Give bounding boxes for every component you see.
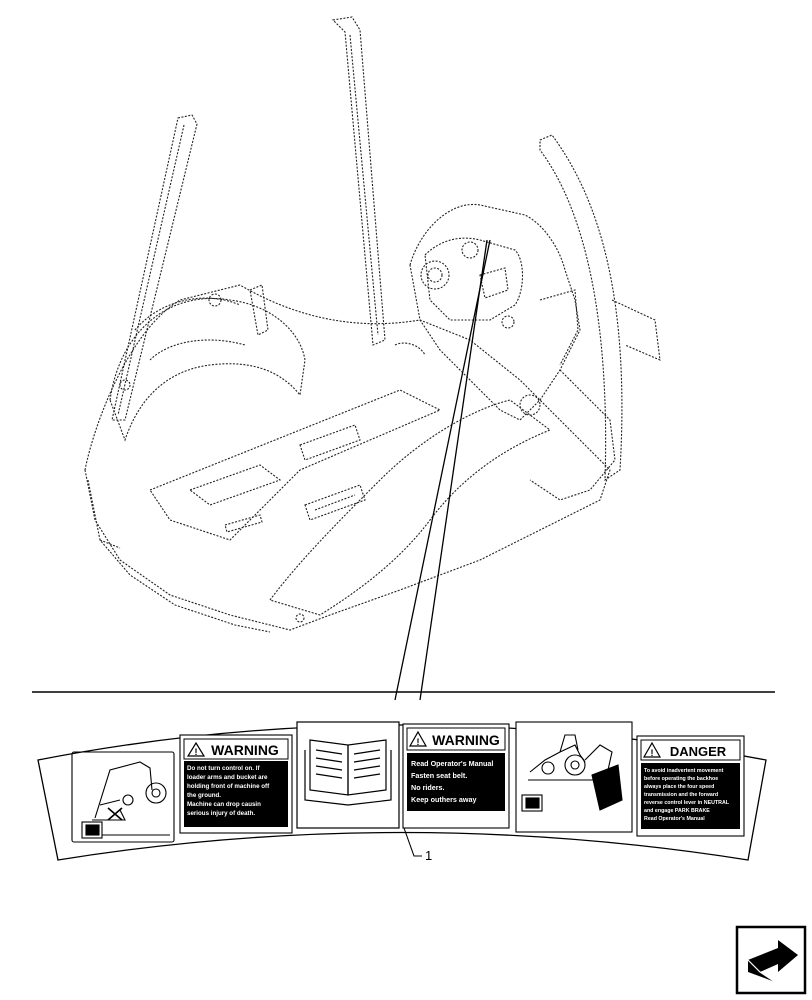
- open-book-icon: [296, 721, 400, 829]
- danger-line: before operating the backhoe: [644, 776, 718, 782]
- svg-text:To avoid inadvertent movement: To avoid inadvertent movement before ope…: [644, 768, 730, 822]
- warning-2-line: Fasten seat belt.: [411, 771, 467, 780]
- warning-2-header: WARNING: [432, 732, 500, 748]
- danger-line: Read Operator's Manual: [644, 816, 705, 822]
- callout-1: 1: [403, 827, 432, 863]
- warning-2-line: Read Operator's Manual: [411, 759, 493, 768]
- svg-text:!: !: [651, 748, 654, 758]
- warning-1-line: Machine can drop causin: [187, 801, 261, 808]
- decal-panel-danger: ! DANGER To avoid inadvertent movement b…: [636, 735, 745, 837]
- warning-2-line: Keep outhers away: [411, 795, 477, 804]
- warning-1-line: loader arms and bucket are: [187, 774, 268, 781]
- danger-header: DANGER: [670, 744, 727, 759]
- warning-triangle-icon: !: [186, 741, 206, 757]
- warning-1-line: holding front of machine off: [187, 783, 270, 790]
- svg-text:!: !: [195, 747, 198, 757]
- callout-number: 1: [425, 848, 432, 863]
- decal-panel-warning-2: ! WARNING Read Operator's Manual Fasten …: [402, 723, 510, 829]
- danger-triangle-icon: !: [642, 741, 662, 758]
- svg-text:Do not turn control on. If: Do not turn control on. If loader arms a…: [187, 765, 271, 817]
- decal-panel-warning-1: ! WARNING Do not turn control on. If loa…: [179, 734, 293, 834]
- callout-leader-lines: [394, 239, 491, 701]
- danger-line: To avoid inadvertent movement: [644, 768, 724, 774]
- danger-line: transmission and the forward: [644, 792, 718, 798]
- warning-triangle-icon: !: [408, 730, 428, 747]
- warning-1-line: the ground.: [187, 792, 221, 799]
- svg-text:Read Operator's Manual F: Read Operator's Manual Fasten seat belt.…: [411, 759, 495, 804]
- danger-line: and engage PARK BRAKE: [644, 808, 710, 814]
- danger-line: always place the four speed: [644, 784, 714, 790]
- warning-1-line: serious injury of death.: [187, 810, 255, 817]
- danger-line: reverse control lever in NEUTRAL: [644, 800, 730, 806]
- next-page-arrow-icon[interactable]: [735, 925, 807, 995]
- warning-1-line: Do not turn control on. If: [187, 765, 260, 772]
- decal-panel-backhoe-pictogram: [515, 721, 633, 833]
- decal-panel-loader-pictogram: [71, 751, 175, 843]
- cab-floor-illustration: [84, 16, 661, 633]
- svg-text:!: !: [417, 737, 420, 747]
- warning-2-line: No riders.: [411, 783, 445, 792]
- warning-1-header: WARNING: [211, 742, 279, 758]
